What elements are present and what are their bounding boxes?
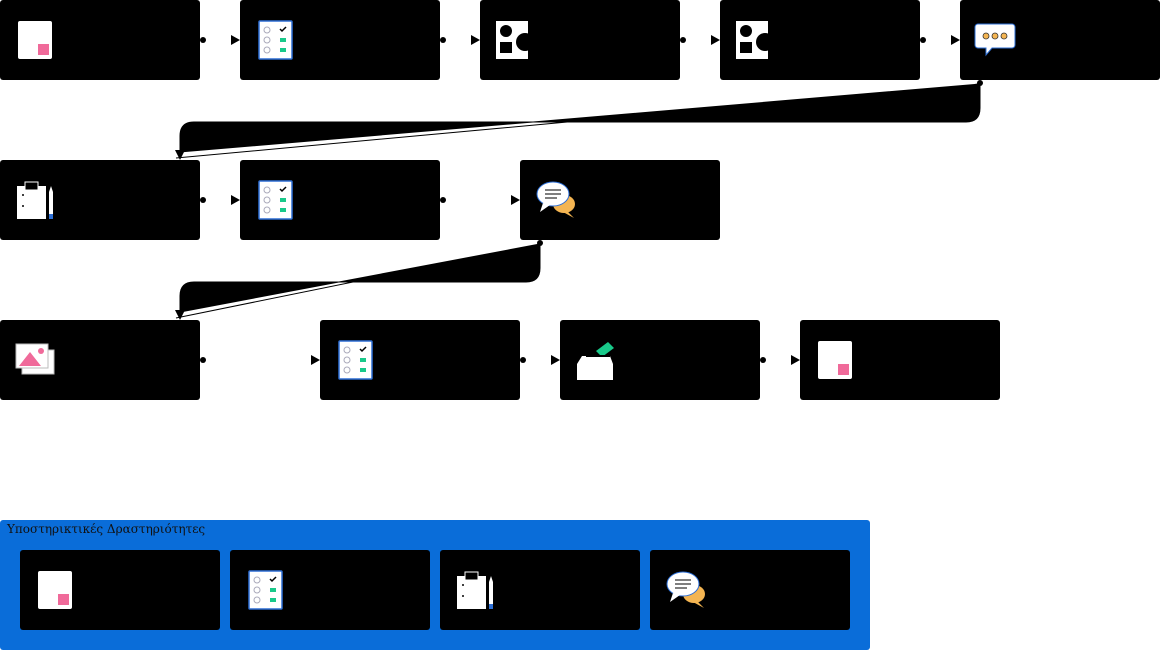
connector-wrap-row1-row2 [175,80,983,160]
connector-11-12 [760,355,800,365]
checklist-icon [258,20,293,60]
document-icon [18,21,52,59]
clipboard-icon [17,181,53,219]
flow-node-10[interactable] [320,320,520,400]
connector-10-11 [520,355,560,365]
support-panel-title: Υποστηρικτικές Δραστηριότητες [7,522,206,536]
checklist-icon [258,180,293,220]
support-node-2[interactable] [230,550,430,630]
speech-bubble-icon [974,23,1016,57]
ballot-box-icon [577,342,614,380]
image-icon [15,343,55,375]
support-node-4[interactable] [650,550,850,630]
flow-node-1[interactable] [0,0,200,80]
connector-2-3 [440,35,480,45]
flow-node-3[interactable] [480,0,680,80]
document-icon [818,341,852,379]
flow-node-12[interactable] [800,320,1000,400]
flow-node-5[interactable] [960,0,1160,80]
connector-1-2 [200,35,240,45]
clipboard-icon [457,571,493,609]
connector-4-5 [920,35,960,45]
shapes-icon [496,21,534,59]
support-node-1[interactable] [20,550,220,630]
chat-icon [666,571,705,608]
checklist-icon [248,570,283,610]
flow-node-4[interactable] [720,0,920,80]
flow-node-9[interactable] [0,320,200,400]
connector-7-8 [440,195,520,205]
connector-3-4 [680,35,720,45]
document-icon [38,571,72,609]
support-node-3[interactable] [440,550,640,630]
flow-node-7[interactable] [240,160,440,240]
shapes-icon [736,21,774,59]
flow-node-6[interactable] [0,160,200,240]
flow-node-8[interactable] [520,160,720,240]
connector-6-7 [200,195,240,205]
support-activities-panel: Υποστηρικτικές Δραστηριότητες [0,520,870,650]
connector-wrap-row2-row3 [175,240,543,320]
connector-9-10 [200,355,320,365]
flow-node-11[interactable] [560,320,760,400]
flow-node-2[interactable] [240,0,440,80]
checklist-icon [338,340,373,380]
chat-icon [536,181,575,218]
